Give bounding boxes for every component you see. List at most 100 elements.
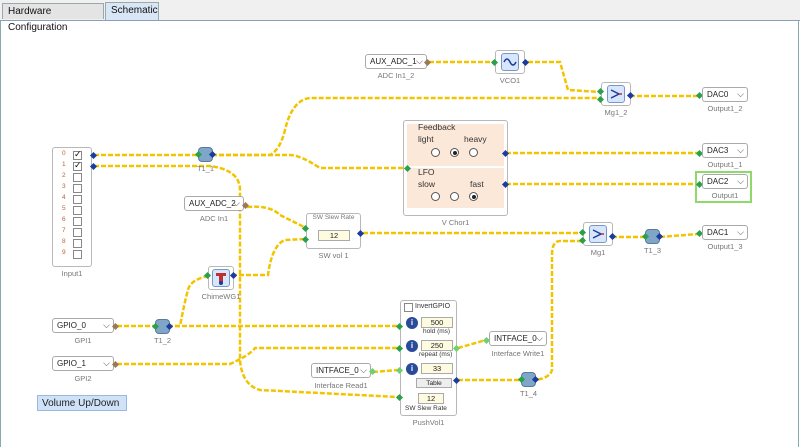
output1-3-value: DAC1 — [707, 228, 729, 237]
feedback-radio-light[interactable] — [431, 148, 440, 157]
gpi1-select[interactable]: GPIO_0⌵ — [52, 318, 114, 333]
chevron-down-icon: ⌵ — [536, 333, 543, 343]
wire[interactable] — [528, 60, 601, 94]
wire[interactable] — [232, 237, 307, 277]
wire[interactable] — [372, 368, 399, 374]
feedback-panel — [407, 124, 504, 166]
chevron-down-icon: ⌵ — [737, 227, 744, 237]
input1-row-checkbox[interactable] — [73, 250, 82, 259]
pushvol1-slew-value[interactable]: 12 — [418, 393, 444, 404]
interface-write1-value: INTFACE_0 — [494, 334, 537, 343]
input1-row-checkbox[interactable] — [73, 173, 82, 182]
merge-icon — [589, 225, 607, 243]
adc-in1-2-value: AUX_ADC_1 — [370, 57, 417, 66]
t1-4-label: T1_4 — [519, 389, 538, 398]
merge-icon — [607, 85, 625, 103]
wire[interactable] — [117, 346, 398, 366]
adc-in1-select[interactable]: AUX_ADC_2⌵ — [184, 196, 244, 211]
info-icon: i — [406, 317, 418, 329]
mg1-2-node[interactable] — [601, 82, 631, 106]
input1-row-checkbox[interactable] — [73, 239, 82, 248]
lfo-fast-label: fast — [470, 179, 484, 189]
feedback-heavy-label: heavy — [464, 134, 487, 144]
input1-row-checkbox[interactable] — [73, 195, 82, 204]
mg1-node[interactable] — [583, 222, 613, 246]
input1-row-number: 2 — [62, 172, 66, 179]
output1-1-label: Output1_1 — [707, 160, 743, 169]
input1-row-number: 1 — [62, 161, 66, 168]
input1-row-checkbox[interactable] — [73, 217, 82, 226]
interface-write1-select[interactable]: INTFACE_0⌵ — [489, 331, 547, 346]
gpi2-select[interactable]: GPIO_1⌵ — [52, 356, 114, 371]
lfo-radio-mid[interactable] — [450, 192, 459, 201]
interface-read1-select[interactable]: INTFACE_0⌵ — [311, 363, 371, 378]
input1-row-checkbox[interactable] — [73, 228, 82, 237]
input1-row-number: 3 — [62, 183, 66, 190]
info-icon: i — [406, 340, 418, 352]
wire[interactable] — [94, 164, 399, 399]
input1-row-checkbox[interactable] — [73, 184, 82, 193]
output1-select[interactable]: DAC2⌵ — [702, 174, 748, 189]
chevron-down-icon: ⌵ — [103, 358, 110, 368]
chevron-down-icon: ⌵ — [103, 320, 110, 330]
lfo-radio-slow[interactable] — [431, 192, 440, 201]
repeat-label: repeat (ms) — [419, 351, 453, 358]
input1-row-number: 7 — [62, 227, 66, 234]
vco1-label: VCO1 — [499, 76, 521, 85]
wire[interactable] — [212, 96, 600, 157]
tab-bar: Hardware Configuration Schematic — [0, 0, 800, 33]
input1-node[interactable] — [52, 147, 92, 267]
wire[interactable] — [534, 239, 582, 382]
feedback-radio-heavy[interactable] — [469, 148, 478, 157]
repeat-value[interactable]: 250 — [421, 340, 453, 351]
mg1-label: Mg1 — [590, 248, 606, 257]
adc-in1-2-label: ADC In1_2 — [377, 71, 415, 80]
feedback-title: Feedback — [418, 122, 456, 132]
lfo-title: LFO — [418, 167, 435, 177]
output1-3-label: Output1_3 — [707, 242, 743, 251]
wire[interactable] — [246, 205, 307, 230]
wire[interactable] — [612, 232, 699, 239]
wire[interactable] — [457, 338, 487, 350]
tab-schematic[interactable]: Schematic — [105, 2, 159, 20]
chimewg1-node[interactable] — [208, 266, 234, 290]
t1-3-label: T1_3 — [643, 246, 662, 255]
output1-2-select[interactable]: DAC0⌵ — [702, 87, 748, 102]
vco1-node[interactable] — [495, 50, 525, 74]
sw-vol1-value[interactable]: 12 — [318, 230, 350, 241]
output1-1-value: DAC3 — [707, 146, 729, 155]
input1-row-checkbox[interactable] — [73, 206, 82, 215]
v33-value[interactable]: 33 — [421, 363, 453, 374]
interface-read1-value: INTFACE_0 — [316, 366, 359, 375]
feedback-radio-mid[interactable] — [450, 148, 459, 157]
chevron-down-icon: ⌵ — [360, 365, 367, 375]
mg1-2-label: Mg1_2 — [604, 108, 628, 117]
lfo-panel — [407, 168, 504, 208]
feedback-light-label: light — [418, 134, 434, 144]
table-button[interactable]: Table — [416, 378, 452, 388]
adc-in1-2-select[interactable]: AUX_ADC_1⌵ — [365, 54, 427, 69]
output1-1-select[interactable]: DAC3 ⌵ — [702, 143, 748, 158]
interface-write1-label: Interface Write1 — [491, 349, 545, 358]
input1-row-checkbox[interactable] — [73, 160, 82, 171]
invert-gpio-label: InvertGPIO — [415, 303, 451, 310]
lfo-radio-fast[interactable] — [469, 192, 478, 201]
vchor1-node[interactable] — [403, 120, 508, 216]
invert-gpio-checkbox[interactable] — [404, 303, 413, 312]
vchor1-label: V Chor1 — [441, 218, 470, 227]
output1-3-select[interactable]: DAC1 ⌵ — [702, 225, 748, 240]
input1-row-number: 6 — [62, 216, 66, 223]
input1-label: Input1 — [61, 269, 83, 278]
tab-hardware-configuration[interactable]: Hardware Configuration — [2, 3, 104, 33]
input1-row-number: 9 — [62, 249, 66, 256]
hold-label: hold (ms) — [423, 328, 451, 335]
lfo-slow-label: slow — [418, 179, 436, 189]
wire[interactable] — [168, 274, 209, 328]
input1-row-checkbox[interactable] — [73, 149, 82, 160]
chevron-down-icon: ⌵ — [416, 56, 423, 66]
chevron-down-icon: ⌵ — [737, 145, 744, 155]
comment-label[interactable]: Volume Up/Down — [37, 395, 127, 411]
hold-value[interactable]: 500 — [421, 317, 453, 328]
wire[interactable] — [212, 153, 408, 170]
